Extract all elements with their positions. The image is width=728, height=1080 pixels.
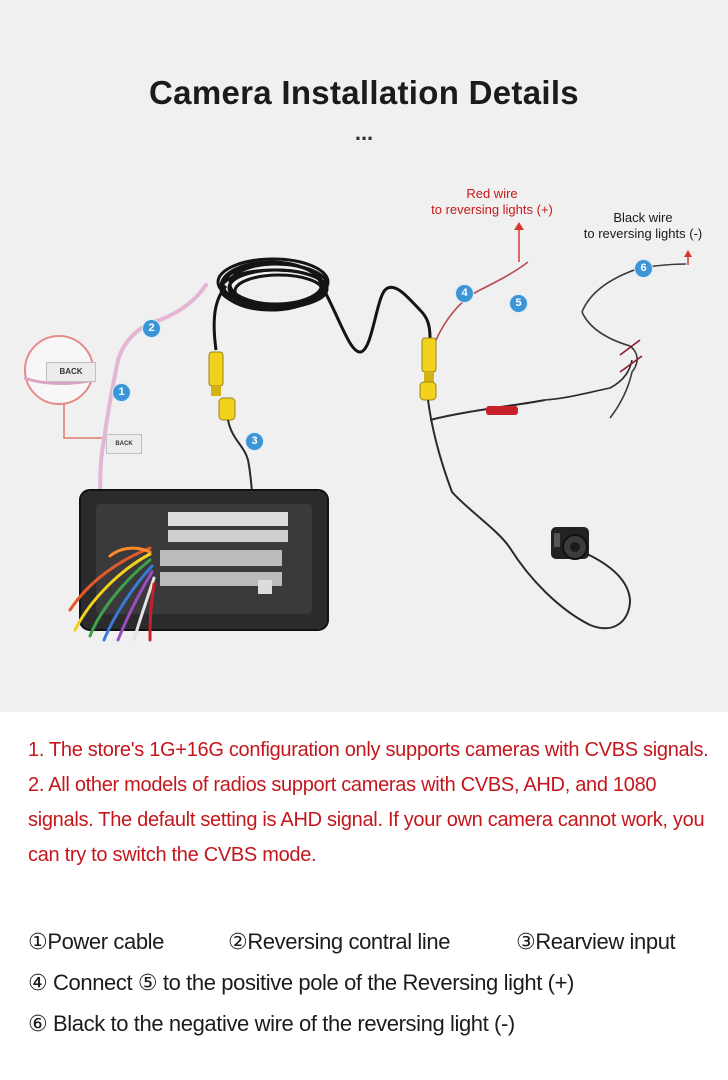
- black-wire-arrow-icon: [684, 250, 692, 265]
- legend-item-6: ⑥ Black to the negative wire of the reve…: [28, 1011, 515, 1036]
- back-label-zoom-circle: [23, 335, 106, 439]
- black-wire-title: Black wire: [613, 210, 673, 225]
- head-unit-rear-panel: [79, 489, 329, 631]
- red-wire-title: Red wire: [466, 186, 518, 201]
- rca-connector-left: [208, 351, 255, 513]
- badge-5: 5: [510, 295, 527, 312]
- installation-diagram-panel: Camera Installation Details ...: [0, 0, 728, 712]
- wiring-diagram: [23, 222, 692, 642]
- red-wire-arrow-icon: [514, 222, 524, 262]
- badge-1: 1: [113, 384, 130, 401]
- badge-6: 6: [635, 260, 652, 277]
- page-title: Camera Installation Details: [149, 74, 579, 111]
- coiled-extension-cable: [212, 257, 432, 354]
- badge-3: 3: [246, 433, 263, 450]
- legend-row-2: ④ Connect ⑤ to the positive pole of the …: [28, 963, 718, 1004]
- legend-row-3: ⑥ Black to the negative wire of the reve…: [28, 1004, 718, 1045]
- note-1: 1. The store's 1G+16G configuration only…: [28, 739, 709, 761]
- rear-camera: [551, 527, 589, 560]
- note-2: 2. All other models of radios support ca…: [28, 774, 705, 866]
- red-wire-note: Red wire to reversing lights (+): [400, 186, 584, 218]
- badge-4: 4: [456, 285, 473, 302]
- legend-item-4: ④ Connect ⑤ to the positive pole of the …: [28, 970, 574, 995]
- wiring-harness: [68, 546, 156, 642]
- rca-connector-right: [419, 337, 632, 630]
- back-label-zoomed: BACK: [46, 362, 96, 382]
- red-power-lead: [429, 261, 633, 421]
- compatibility-notes: 1. The store's 1G+16G configuration only…: [28, 733, 718, 873]
- title-decoration-dots: ...: [354, 120, 374, 145]
- red-wire-detail: to reversing lights (+): [431, 202, 553, 217]
- legend-row-1: ①Power cable ②Reversing contral line ③Re…: [28, 922, 718, 963]
- legend: ①Power cable ②Reversing contral line ③Re…: [28, 922, 718, 1045]
- black-wire-detail: to reversing lights (-): [583, 226, 703, 241]
- legend-item-3: ③Rearview input: [516, 929, 676, 954]
- legend-item-2: ②Reversing contral line: [228, 929, 451, 954]
- legend-item-1: ①Power cable: [28, 929, 164, 954]
- power-cable: [98, 283, 208, 547]
- black-wire-note: Black wire to reversing lights (-): [560, 210, 726, 242]
- badge-2: 2: [143, 320, 160, 337]
- back-label-tag: BACK: [106, 434, 142, 454]
- black-ground-lead: [581, 263, 687, 419]
